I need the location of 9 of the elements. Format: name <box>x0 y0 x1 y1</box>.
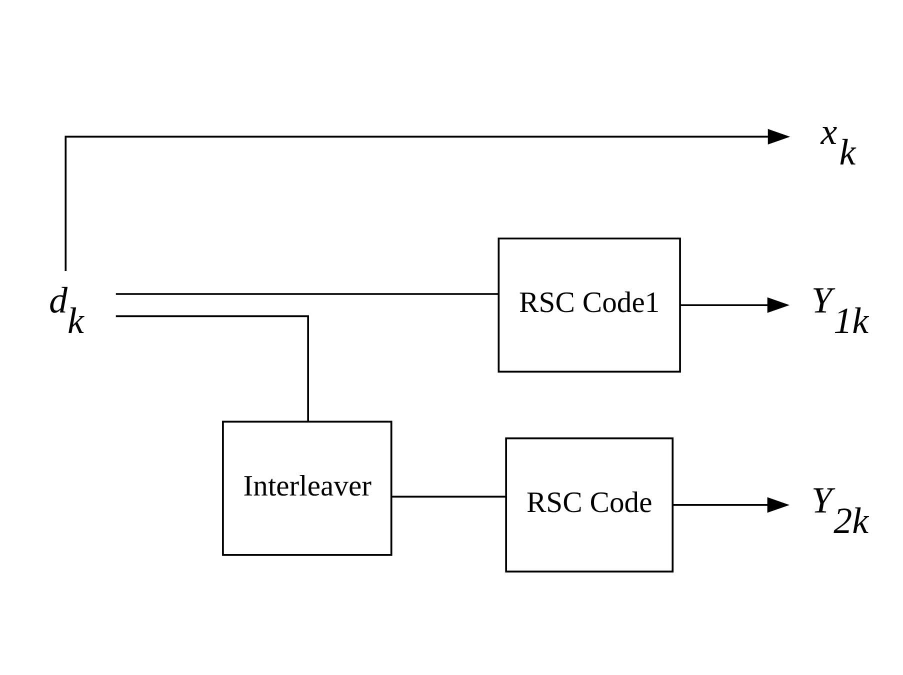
connector <box>392 496 506 498</box>
arrow <box>64 128 790 272</box>
node-box: Interleaver <box>222 420 392 556</box>
node-box: RSC Code <box>505 437 674 573</box>
connector <box>116 293 498 295</box>
node-box: RSC Code1 <box>498 238 681 373</box>
arrow <box>673 497 790 513</box>
connector <box>116 315 309 422</box>
arrow <box>680 297 790 313</box>
